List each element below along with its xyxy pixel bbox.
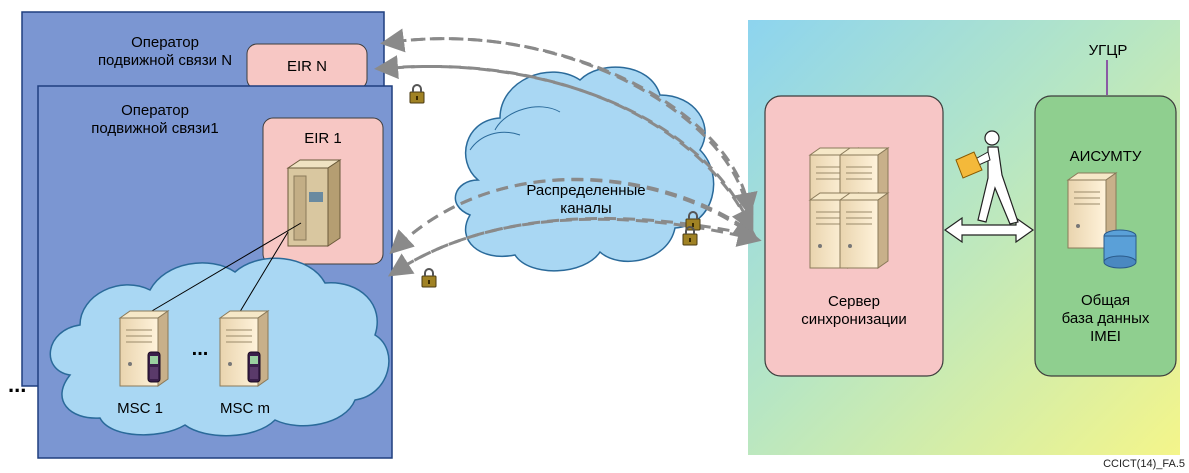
ugcr-title: УГЦР — [1088, 42, 1128, 59]
lock-icon — [409, 84, 425, 104]
channels-label-line2: каналы — [560, 200, 612, 217]
eir-n-label: EIR N — [286, 58, 327, 75]
eir-server-icon — [286, 159, 342, 247]
person-with-folder-icon — [955, 130, 1019, 225]
aisumtu-label: АИСУМТУ — [1069, 148, 1142, 165]
database-label: Общая база данных IMEI — [1035, 292, 1176, 346]
database-server-icon — [1067, 172, 1137, 269]
operator-1-title-line2: подвижной связи1 — [91, 120, 219, 137]
database-label-line2: база данных — [1061, 310, 1150, 327]
msc-m-phone-icon — [247, 351, 261, 383]
operator-n-title: Оператор подвижной связи N — [70, 34, 260, 70]
msc-1-phone-icon — [147, 351, 161, 383]
channels-label-line1: Распределенные — [526, 182, 646, 199]
channels-label: Распределенные каналы — [486, 182, 686, 218]
secure-channel-arrows — [374, 28, 762, 277]
sync-bidirectional-arrow — [943, 216, 1035, 244]
figure-id: CCICT(14)_FA.5 — [1103, 458, 1185, 470]
channels-cloud — [454, 66, 715, 272]
msc-m-server-icon — [219, 310, 269, 387]
operator-1-title: Оператор подвижной связи1 — [70, 102, 240, 138]
database-label-line1: Общая — [1080, 292, 1131, 309]
sync-server-icon — [809, 147, 889, 269]
operator-n-title-line1: Оператор — [131, 34, 199, 51]
sync-server-label-line2: синхронизации — [801, 311, 907, 328]
operators-stack-ellipsis: ... — [8, 372, 27, 397]
operator-n-title-line2: подвижной связи N — [97, 52, 233, 69]
msc-m-label: MSC m — [220, 400, 270, 417]
database-label-line3: IMEI — [1090, 328, 1121, 345]
sync-server-label: Сервер синхронизации — [765, 293, 943, 329]
msc-1-label: MSC 1 — [117, 400, 163, 417]
msc-1-server-icon — [119, 310, 169, 387]
lock-icon — [421, 268, 437, 288]
msc-ellipsis: ... — [191, 338, 209, 360]
sync-server-label-line1: Сервер — [827, 293, 880, 310]
eir-1-label: EIR 1 — [304, 130, 342, 147]
operator-1-title-line1: Оператор — [121, 102, 189, 119]
